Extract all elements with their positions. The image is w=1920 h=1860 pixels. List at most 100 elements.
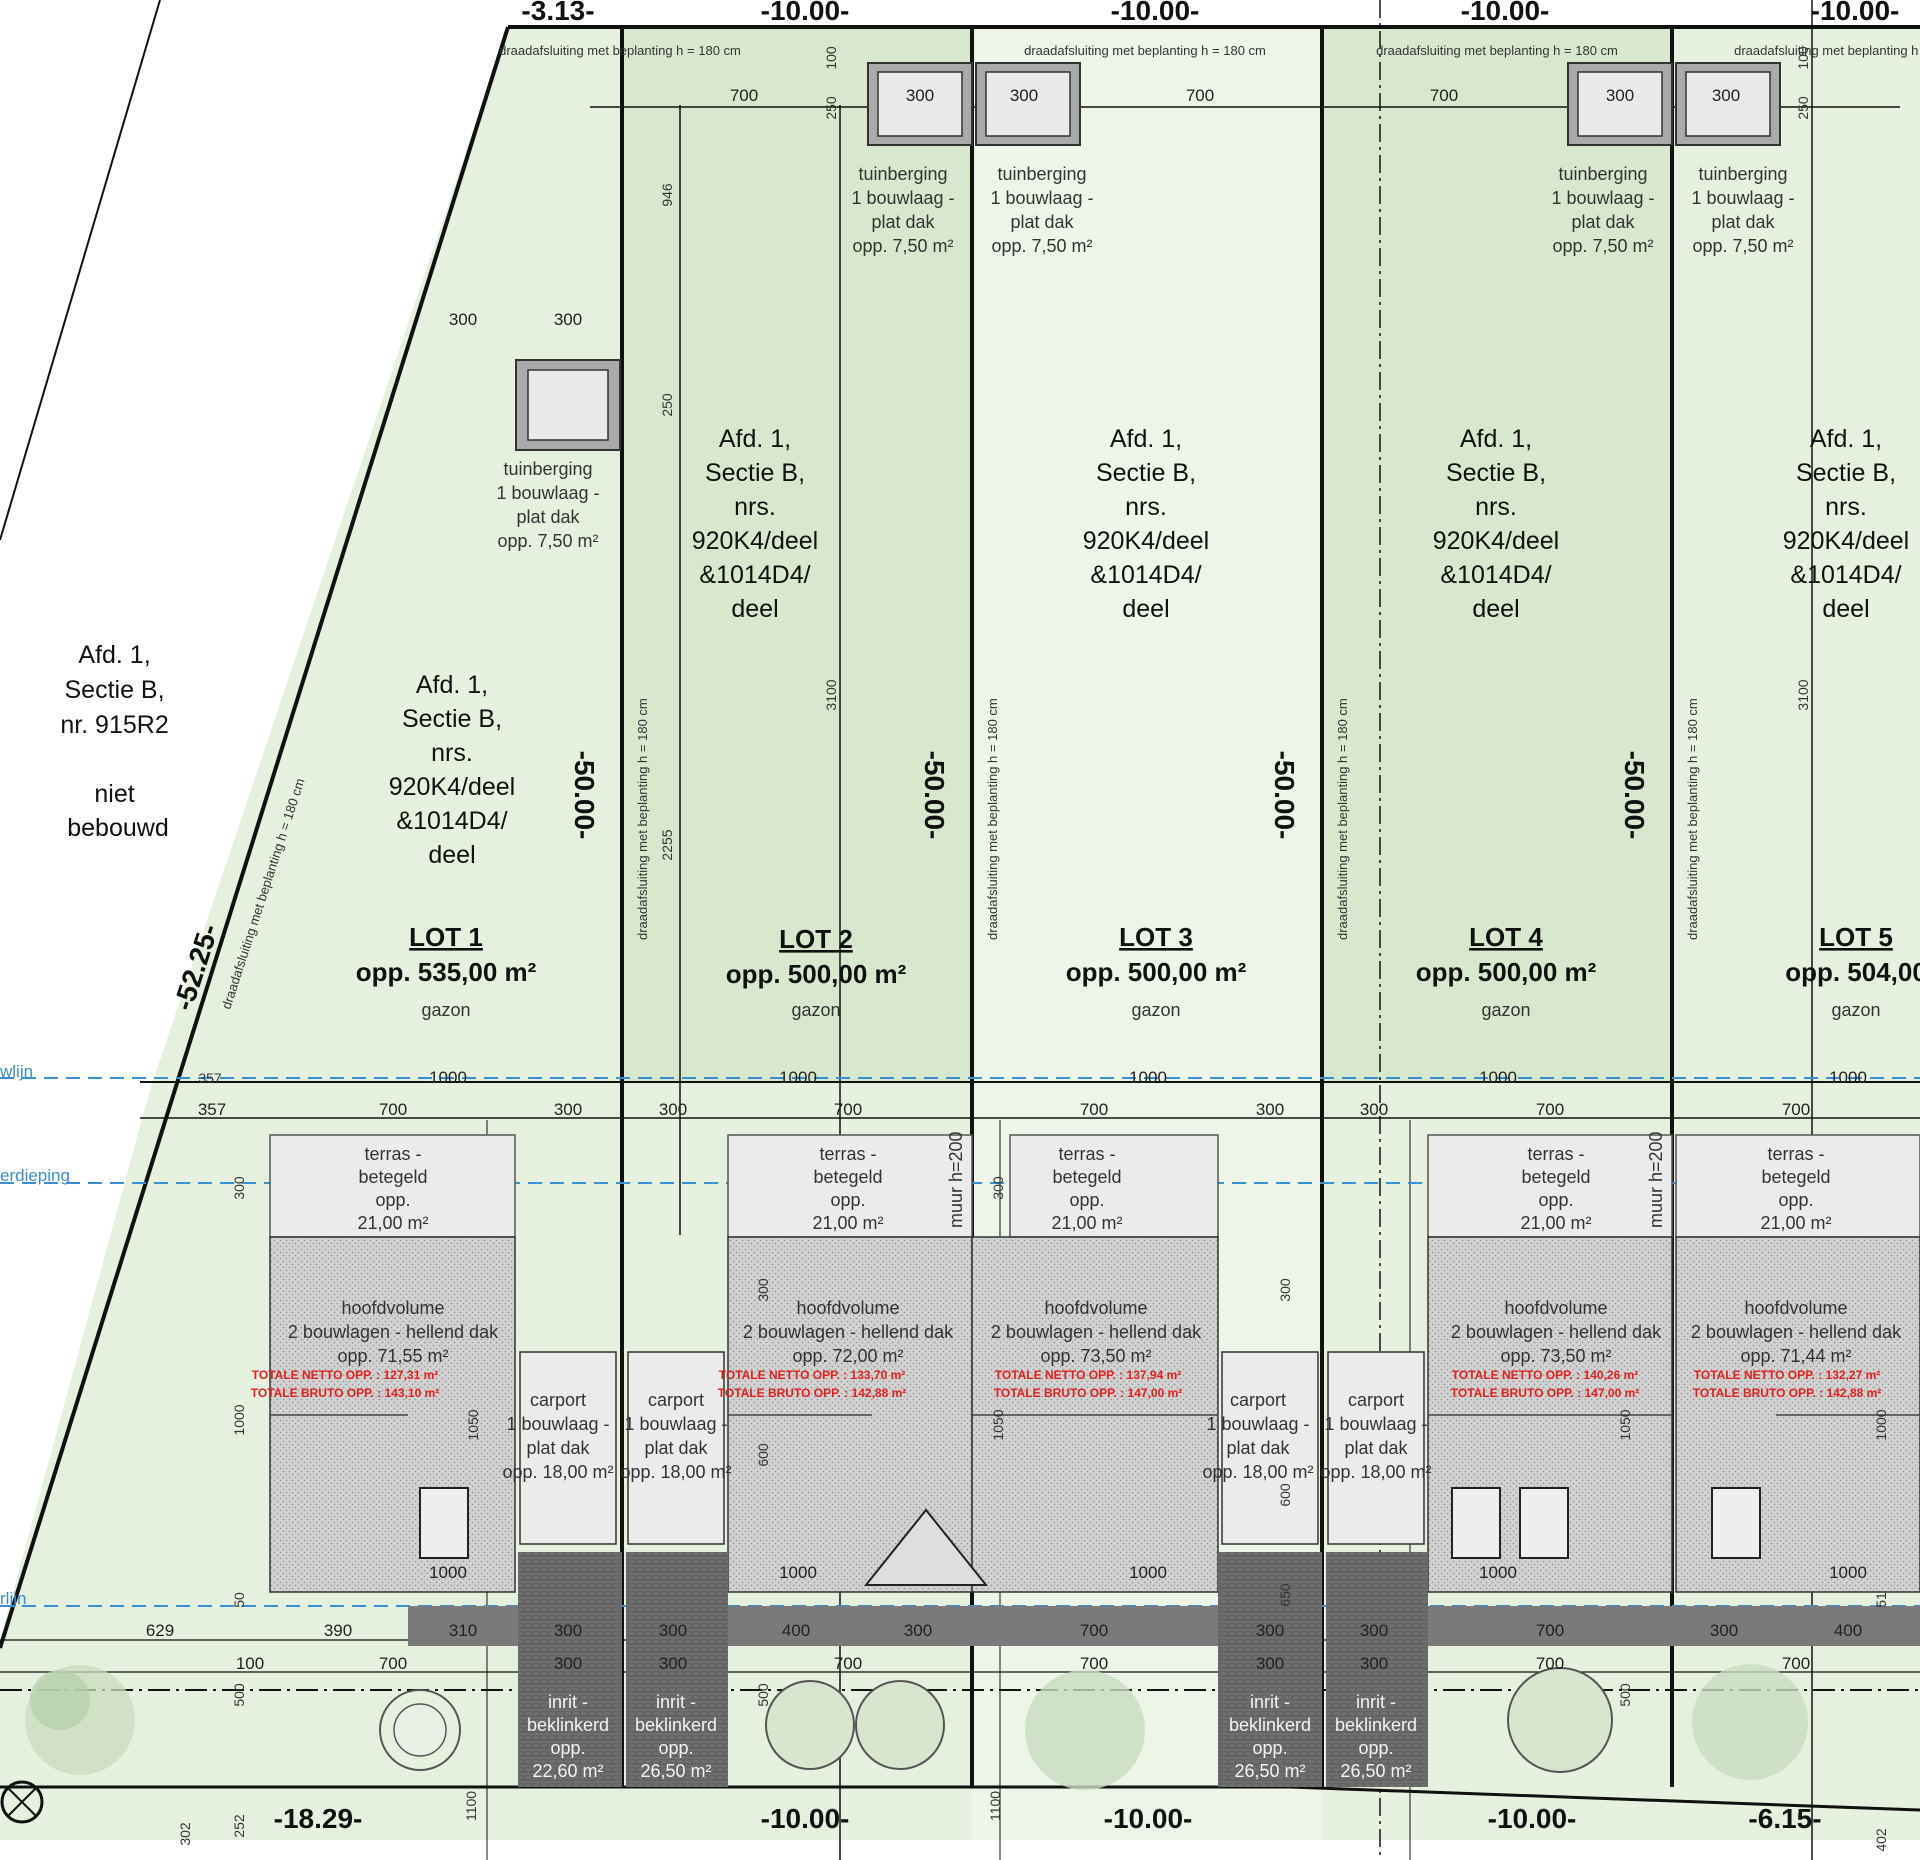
- dim-1000-h1: 1000: [429, 1563, 467, 1582]
- dim-1000-lot-4: 1000: [1479, 1068, 1517, 1087]
- dim-300-v2: 300: [755, 1278, 771, 1302]
- dim-700-g6: 700: [1080, 1654, 1108, 1673]
- dim-700-r3: 700: [1080, 1100, 1108, 1119]
- svg-text:TOTALE BRUTO OPP. : 147,00 m²: TOTALE BRUTO OPP. : 147,00 m²: [994, 1386, 1183, 1400]
- top-dim-1: -3.13-: [521, 0, 594, 26]
- svg-text:2 bouwlagen - hellend dak: 2 bouwlagen - hellend dak: [288, 1322, 499, 1342]
- dim-700-g9: 700: [1536, 1654, 1564, 1673]
- svg-text:2 bouwlagen - hellend dak: 2 bouwlagen - hellend dak: [743, 1322, 954, 1342]
- entrance-lot-2: [863, 1508, 989, 1586]
- shed-4-dim: 300: [1606, 86, 1634, 105]
- svg-text:hoofdvolume: hoofdvolume: [1044, 1298, 1147, 1318]
- dim-300-r4: 300: [1360, 1100, 1388, 1119]
- dim-700-r1: 700: [379, 1100, 407, 1119]
- svg-text:2 bouwlagen - hellend dak: 2 bouwlagen - hellend dak: [991, 1322, 1202, 1342]
- dim-300-g3: 300: [554, 1654, 582, 1673]
- fence-label-v1: draadafsluiting met beplanting h = 180 c…: [635, 698, 650, 940]
- dim-300-r2: 300: [659, 1100, 687, 1119]
- wall-label-2: muur h=200: [1646, 1131, 1666, 1228]
- svg-text:hoofdvolume: hoofdvolume: [796, 1298, 899, 1318]
- survey-marker-icon: [0, 1780, 44, 1824]
- dim-650-v4: 650: [1277, 1583, 1293, 1607]
- dim-1000-h3: 1000: [1129, 1563, 1167, 1582]
- driveway-lot-2: [626, 1552, 728, 1787]
- shed-lot-1: [515, 359, 621, 451]
- dim-700-a: 700: [730, 86, 758, 105]
- shed-lot-3: 300: [975, 62, 1081, 146]
- house-label-lot-1: hoofdvolume 2 bouwlagen - hellend dak op…: [251, 1298, 499, 1400]
- dim-300-r3: 300: [1256, 1100, 1284, 1119]
- dim-250-mid: 250: [659, 393, 675, 417]
- dim-1000-lot-3: 1000: [1129, 1068, 1167, 1087]
- lot-5-name: LOT 5: [1819, 922, 1893, 952]
- svg-text:TOTALE BRUTO OPP. : 143,10 m²: TOTALE BRUTO OPP. : 143,10 m²: [251, 1386, 440, 1400]
- svg-text:TOTALE NETTO OPP. : 137,94 m²: TOTALE NETTO OPP. : 137,94 m²: [995, 1368, 1182, 1382]
- lot-4-area: opp. 500,00 m²: [1416, 957, 1597, 987]
- dim-1000-v6: 1000: [1873, 1409, 1889, 1440]
- svg-text:hoofdvolume: hoofdvolume: [1504, 1298, 1607, 1318]
- dim-1100-b2: 1100: [987, 1791, 1003, 1821]
- dim-700-c: 700: [1430, 86, 1458, 105]
- lot-5-lawn-label: gazon: [1831, 1000, 1880, 1020]
- window-lot-5: [1711, 1487, 1761, 1559]
- front-strip-1: [408, 1606, 522, 1646]
- carport-lot-4: [1327, 1351, 1425, 1545]
- tree-2: [379, 1689, 461, 1771]
- dim-400-f3: 400: [782, 1621, 810, 1640]
- bottom-dim-1: -18.29-: [274, 1803, 363, 1834]
- left-diagonal-boundary: [0, 26, 510, 1649]
- dim-500-b2: 500: [755, 1683, 771, 1707]
- dim-302: 302: [177, 1822, 193, 1846]
- top-dim-5: -10.00-: [1811, 0, 1900, 26]
- svg-text:opp. 73,50 m²: opp. 73,50 m²: [1040, 1346, 1151, 1366]
- dim-250-top-r: 250: [1795, 96, 1811, 120]
- depth-dim-1: -50.00-: [569, 751, 600, 840]
- dim-1000-h4: 1000: [1479, 1563, 1517, 1582]
- svg-text:hoofdvolume: hoofdvolume: [1744, 1298, 1847, 1318]
- fence-label-1: draadafsluiting met beplanting h = 180 c…: [499, 43, 741, 58]
- street-line-right: [1289, 1785, 1920, 1812]
- fence-label-v4: draadafsluiting met beplanting h = 180 c…: [1685, 698, 1700, 940]
- line-label-3: rlijn: [0, 1589, 26, 1608]
- dim-402: 402: [1873, 1828, 1889, 1852]
- front-strip-2: [728, 1606, 1218, 1646]
- bottom-dim-5: -6.15-: [1748, 1803, 1821, 1834]
- shed-lot-2: 300: [867, 62, 973, 146]
- dim-300-f4: 300: [904, 1621, 932, 1640]
- dim-300-f7: 300: [1360, 1621, 1388, 1640]
- dim-357-b: 357: [198, 1100, 226, 1119]
- dim-1050-v3: 1050: [990, 1409, 1006, 1440]
- lot-3-area: opp. 500,00 m²: [1066, 957, 1247, 987]
- tree-6: [1692, 1664, 1808, 1780]
- shed-2-dim: 300: [906, 86, 934, 105]
- dim-1100-b1: 1100: [463, 1791, 479, 1821]
- dim-300-r1: 300: [554, 1100, 582, 1119]
- dim-300-shed-a: 300: [449, 310, 477, 329]
- svg-text:TOTALE BRUTO OPP. : 147,00 m²: TOTALE BRUTO OPP. : 147,00 m²: [1451, 1386, 1640, 1400]
- fence-label-v2: draadafsluiting met beplanting h = 180 c…: [985, 698, 1000, 940]
- front-strip-3: [1428, 1606, 1920, 1646]
- house-label-lot-4: hoofdvolume 2 bouwlagen - hellend dak op…: [1451, 1298, 1662, 1400]
- shed-3-dim: 300: [1010, 86, 1038, 105]
- dim-100-top: 100: [823, 46, 839, 70]
- dim-300-f9: 300: [1710, 1621, 1738, 1640]
- dim-300-v1: 300: [231, 1176, 247, 1200]
- dim-50-v1: 50: [231, 1592, 247, 1608]
- neighbor-diagonal: [0, 0, 161, 541]
- svg-text:2 bouwlagen - hellend dak: 2 bouwlagen - hellend dak: [1691, 1322, 1902, 1342]
- svg-text:TOTALE BRUTO OPP. : 142,88 m²: TOTALE BRUTO OPP. : 142,88 m²: [1693, 1386, 1882, 1400]
- fence-label-2: draadafsluiting met beplanting h = 180 c…: [1024, 43, 1266, 58]
- terrace-lot-3: [1009, 1134, 1219, 1238]
